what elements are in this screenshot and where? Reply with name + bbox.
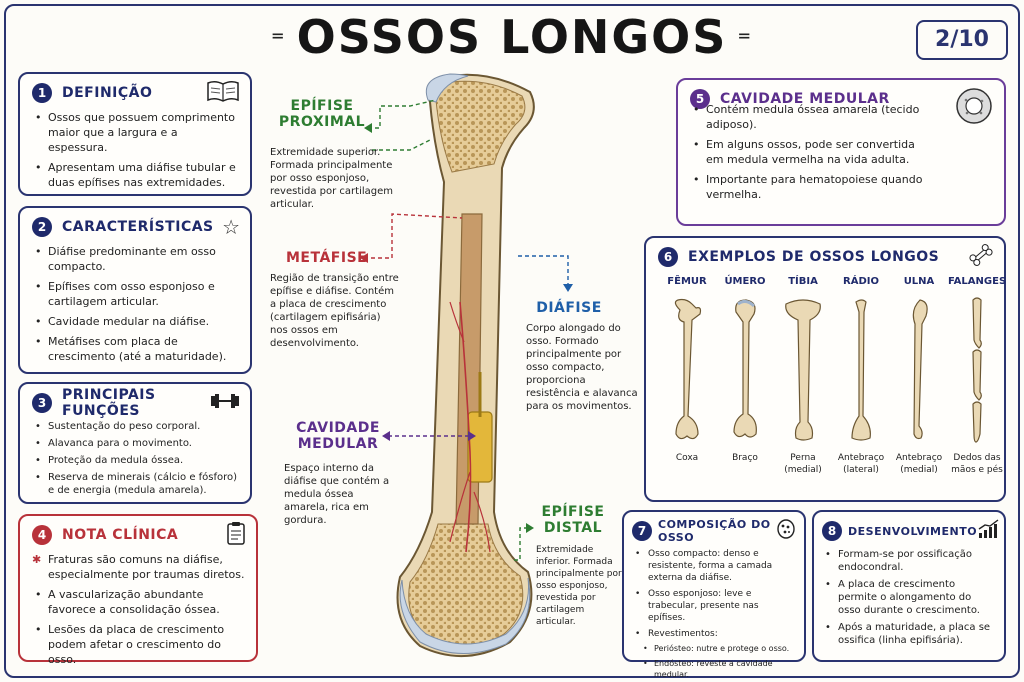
bone-icon <box>968 242 994 273</box>
list-item: Revestimentos: <box>632 628 796 640</box>
funcoes-list: Sustentação do peso corporal. Alavanca p… <box>32 420 240 497</box>
list-item: Epífises com osso esponjoso e cartilagem… <box>32 279 240 309</box>
bone-example-umero: ÚMERO Braço <box>716 276 774 476</box>
list-item: Após a maturidade, a placa se ossifica (… <box>822 621 996 647</box>
clipboard-icon <box>226 521 246 550</box>
list-item: Periósteo: nutre e protege o osso. <box>640 643 796 654</box>
radio-illustration <box>832 296 890 446</box>
page-title: ⁼OSSOS LONGOS⁼ <box>270 10 754 64</box>
bone-cross-section-icon <box>954 86 994 131</box>
card-composicao: 7 COMPOSIÇÃO DO OSSO Osso compacto: dens… <box>622 510 806 679</box>
spark-right-icon: ⁼ <box>737 25 754 56</box>
revestimentos-list: Periósteo: nutre e protege o osso. Endós… <box>632 643 796 680</box>
book-icon <box>206 80 240 107</box>
desc-cavidade-medular: Espaço interno da diáfise que contém a m… <box>284 463 390 526</box>
card-number: 1 <box>32 83 52 103</box>
card-number: 8 <box>822 521 842 541</box>
list-item: Ossos que possuem comprimento maior que … <box>32 110 240 155</box>
sponge-icon <box>776 518 796 544</box>
definicao-list: Ossos que possuem comprimento maior que … <box>32 110 240 190</box>
card-definicao: 1 DEFINIÇÃO Ossos que possuem compriment… <box>18 72 252 196</box>
bone-examples: FÊMUR Coxa ÚMERO Braço TÍBIA Perna (medi… <box>658 276 1006 476</box>
card-number: 6 <box>658 247 678 267</box>
bone-example-radio: RÁDIO Antebraço (lateral) <box>832 276 890 476</box>
card-title: EXEMPLOS DE OSSOS LONGOS <box>688 249 940 265</box>
falanges-illustration <box>948 296 1006 446</box>
label-metafise: METÁFISE <box>286 250 368 266</box>
list-item: Alavanca para o movimento. <box>32 437 240 450</box>
list-item: Cavidade medular na diáfise. <box>32 314 240 329</box>
tibia-illustration <box>774 296 832 446</box>
bone-example-tibia: TÍBIA Perna (medial) <box>774 276 832 476</box>
page-number-badge: 2/10 <box>916 20 1008 60</box>
list-item: Diáfise predominante em osso compacto. <box>32 244 240 274</box>
list-item: Metáfises com placa de crescimento (até … <box>32 334 240 364</box>
list-item: A placa de crescimento permite o alongam… <box>822 578 996 617</box>
list-item: Fraturas são comuns na diáfise, especial… <box>32 552 246 582</box>
card-caracteristicas: 2 CARACTERÍSTICAS ☆ Diáfise predominante… <box>18 206 252 374</box>
list-item: A vascularização abundante favorece a co… <box>32 587 246 617</box>
growth-chart-icon <box>977 518 1001 544</box>
page-frame <box>4 4 1020 678</box>
femur-illustration <box>658 296 716 446</box>
list-item: Endósteo: reveste a cavidade medular. <box>640 658 796 680</box>
card-title: COMPOSIÇÃO DO OSSO <box>658 518 771 544</box>
bone-example-femur: FÊMUR Coxa <box>658 276 716 476</box>
label-diafise: DIÁFISE <box>536 300 602 316</box>
card-title: NOTA CLÍNICA <box>62 527 179 543</box>
card-number: 4 <box>32 525 52 545</box>
card-number: 3 <box>32 393 52 413</box>
desc-metafise: Região de transição entre epífise e diáf… <box>270 273 399 349</box>
desc-epifise-proximal: Extremidade superior. Formada principalm… <box>270 147 394 210</box>
list-item: Importante para hematopoiese quando verm… <box>690 172 930 202</box>
cavidade-list: Contém medula óssea amarela (tecido adip… <box>690 102 930 202</box>
spark-left-icon: ⁼ <box>270 25 287 56</box>
card-title: DEFINIÇÃO <box>62 85 153 101</box>
card-number: 7 <box>632 521 652 541</box>
card-title: PRINCIPAIS FUNÇÕES <box>62 387 156 419</box>
card-title: DESENVOLVIMENTO <box>848 524 978 538</box>
list-item: Em alguns ossos, pode ser convertida em … <box>690 137 930 167</box>
list-item: Lesões da placa de crescimento podem afe… <box>32 622 246 667</box>
list-item: Reserva de minerais (cálcio e fósforo) e… <box>32 471 240 497</box>
list-item: Formam-se por ossificação endocondral. <box>822 548 996 574</box>
umero-illustration <box>716 296 774 446</box>
card-exemplos: 6 EXEMPLOS DE OSSOS LONGOS FÊMUR Coxa ÚM… <box>644 236 1006 502</box>
ulna-illustration <box>890 296 948 446</box>
list-item: Osso compacto: denso e resistente, forma… <box>632 548 796 584</box>
card-desenvolvimento: 8 DESENVOLVIMENTO Formam-se por ossifica… <box>812 510 1006 662</box>
card-title: CARACTERÍSTICAS <box>62 219 214 235</box>
card-funcoes: 3 PRINCIPAIS FUNÇÕES Sustentação do peso… <box>18 382 252 504</box>
list-item: Apresentam uma diáfise tubular e duas ep… <box>32 160 240 190</box>
star-icon: ☆ <box>222 215 240 239</box>
caracteristicas-list: Diáfise predominante em osso compacto. E… <box>32 244 240 364</box>
bone-example-falanges: FALANGES Dedos das mãos e pés <box>948 276 1007 475</box>
card-nota-clinica: 4 NOTA CLÍNICA Fraturas são comuns na di… <box>18 514 258 666</box>
list-item: Sustentação do peso corporal. <box>32 420 240 433</box>
desc-diafise: Corpo alongado do osso. Formado principa… <box>526 323 638 412</box>
femur-longitudinal-section <box>396 73 535 657</box>
desenvolvimento-list: Formam-se por ossificação endocondral. A… <box>822 548 996 647</box>
label-cavidade-medular: CAVIDADE MEDULAR <box>296 420 380 452</box>
label-epifise-proximal: EPÍFISE PROXIMAL <box>278 98 366 130</box>
dumbbell-icon <box>210 391 240 415</box>
list-item: Osso esponjoso: leve e trabecular, prese… <box>632 588 796 624</box>
desc-epifise-distal: Extremidade inferior. Formada principalm… <box>536 545 622 627</box>
label-epifise-distal: EPÍFISE DISTAL <box>541 504 605 536</box>
card-number: 2 <box>32 217 52 237</box>
bone-example-ulna: ULNA Antebraço (medial) <box>890 276 948 476</box>
nota-list: Fraturas são comuns na diáfise, especial… <box>32 552 246 667</box>
composicao-list: Osso compacto: denso e resistente, forma… <box>632 548 796 640</box>
list-item: Contém medula óssea amarela (tecido adip… <box>690 102 930 132</box>
list-item: Proteção da medula óssea. <box>32 454 240 467</box>
card-cavidade-medular: 5 CAVIDADE MEDULAR Contém medula óssea a… <box>676 78 1006 226</box>
